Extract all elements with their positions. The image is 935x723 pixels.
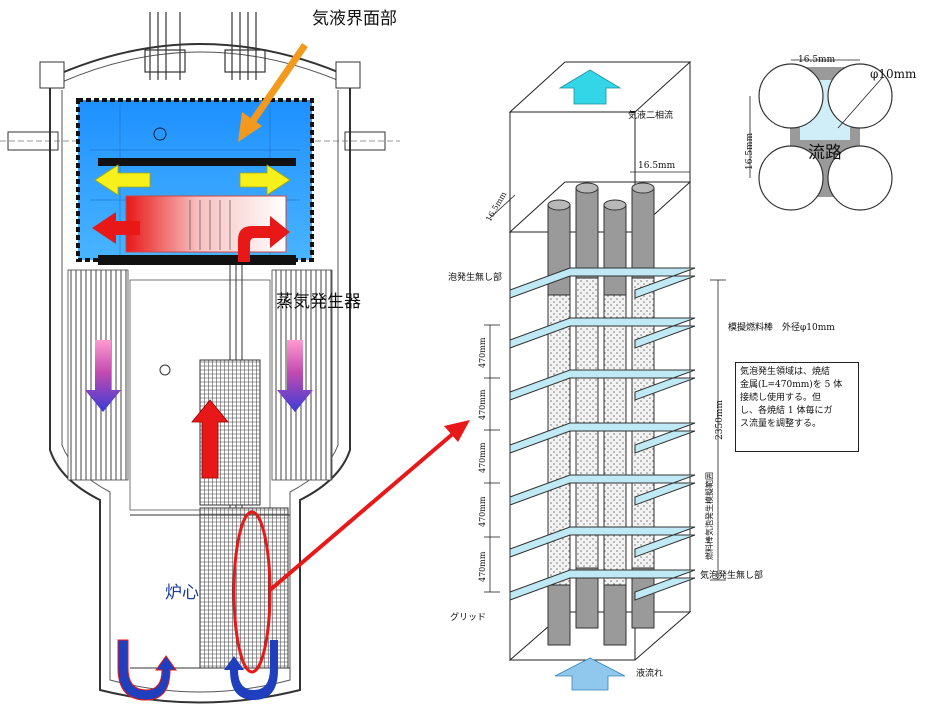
hot-region <box>125 195 287 253</box>
interface-pointer-arrow <box>247 43 308 127</box>
liquid-flow-arrow <box>554 657 626 691</box>
yellow-arrow-left <box>94 164 151 196</box>
segment-height-5: 470mm <box>478 551 487 582</box>
downflow-arrow-right <box>277 340 313 412</box>
total-height-label: 2350mm <box>715 400 725 440</box>
cross-pitch-side-label: 16.5mm <box>745 132 755 170</box>
note-line-5: ス流量を調整する。 <box>740 419 822 429</box>
annotation-note: 気泡発生領域は、焼結 金属(L=470mm)を 5 体 接続し使用する。但 し、… <box>735 362 859 452</box>
segment-height-3: 470mm <box>478 442 487 473</box>
cross-diameter-label: φ10mm <box>870 67 917 81</box>
liquid-flow-label: 液流れ <box>636 667 663 679</box>
two-phase-flow-label: 気液二相流 <box>628 109 673 121</box>
test-section: 気液二相流 16.5mm 16.5mm 泡発生無し部 模擬燃料棒 外径φ10mm… <box>448 61 835 691</box>
no-bubble-bottom-label: 気泡発生無し部 <box>700 569 763 581</box>
downflow-arrow-left <box>85 340 121 412</box>
segment-height-2: 470mm <box>478 389 487 420</box>
steam-generator-label: 蒸気発生器 <box>276 292 361 312</box>
simulated-rod-label: 模擬燃料棒 外径φ10mm <box>728 321 835 333</box>
cross-section: 16.5mm 16.5mm φ10mm 流路 <box>745 55 917 211</box>
red-arrow-left <box>92 212 140 244</box>
flow-path-label: 流路 <box>808 143 842 163</box>
lower-plenum-arrow-right <box>224 640 278 700</box>
segment-height-1: 470mm <box>478 337 487 368</box>
yellow-arrow-right <box>239 164 291 196</box>
note-line-4: し、各焼結 1 体毎にガ <box>740 406 833 416</box>
pitch-side-label: 16.5mm <box>484 190 508 223</box>
no-bubble-top-label: 泡発生無し部 <box>448 271 502 283</box>
note-line-3: 接続し使用する。但 <box>740 393 822 403</box>
two-phase-flow-arrow <box>558 69 622 105</box>
red-up-arrow <box>191 399 229 479</box>
zoom-arrow <box>268 430 457 592</box>
cross-pitch-top-label: 16.5mm <box>798 55 836 65</box>
note-line-1: 気泡発生領域は、焼結 <box>740 367 831 377</box>
penetration-nozzles <box>144 12 266 80</box>
note-line-2: 金属(L=470mm)を 5 体 <box>740 380 843 390</box>
bubble-region-label: 燃料棒気泡発生模擬範囲 <box>704 472 714 560</box>
gas-liquid-interface-label: 気液界面部 <box>312 9 397 29</box>
spacer-grids <box>509 267 696 601</box>
core-label: 炉心 <box>165 583 199 603</box>
lower-plenum-arrow-left <box>117 639 177 701</box>
segment-height-4: 470mm <box>478 496 487 527</box>
pitch-top-label: 16.5mm <box>638 161 676 171</box>
grid-label: グリッド <box>450 611 486 623</box>
red-elbow-arrow <box>238 216 290 262</box>
highlight-ellipse <box>232 510 272 674</box>
reactor-vessel: 気液界面部 蒸気発生器 炉心 <box>0 9 470 704</box>
